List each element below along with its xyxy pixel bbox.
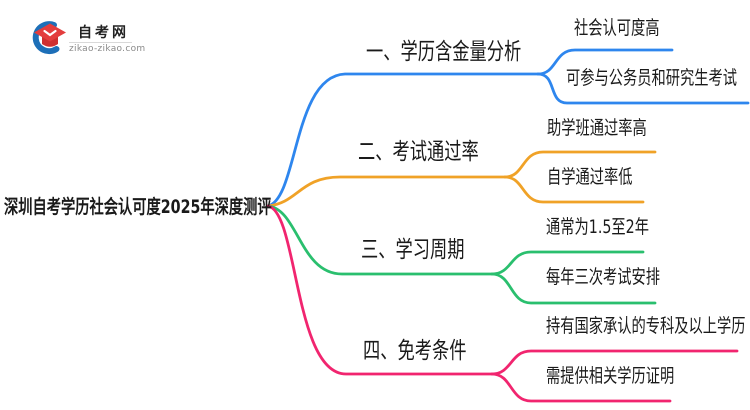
graduation-cap-logo-icon [32, 21, 66, 55]
branch-1-child-2-label: 可参与公务员和研究生考试 [566, 67, 738, 89]
branch-2-label: 二、考试通过率 [358, 139, 479, 165]
branch-3-child-2-label: 每年三次考试安排 [546, 266, 661, 288]
branch-4-child-1-label: 持有国家承认的专科及以上学历 [546, 315, 746, 337]
branch-4-lines [266, 204, 739, 403]
branch-2-child-2-label: 自学通过率低 [547, 166, 633, 188]
branch-1-child-1-label: 社会认可度高 [574, 17, 660, 39]
branch-2-lines [266, 150, 657, 208]
logo-domain-text: zikao-zikao.com [69, 44, 146, 54]
branch-3-lines [266, 204, 657, 305]
logo-title: 自考网 [78, 25, 129, 41]
logo-divider [69, 42, 132, 43]
logo: 自考网 zikao-zikao.com [24, 14, 164, 62]
root-node-label: 深圳自考学历社会认可度2025年深度测评 [4, 196, 272, 218]
branch-3-label: 三、学习周期 [361, 237, 465, 263]
branch-2-child-1-label: 助学班通过率高 [547, 117, 647, 139]
branch-3-child-1-label: 通常为1.5至2年 [546, 216, 649, 238]
branch-4-label: 四、免考条件 [363, 338, 467, 364]
branch-1-lines [266, 48, 750, 208]
branch-4-child-2-label: 需提供相关学历证明 [546, 365, 675, 387]
branch-1-label: 一、学历含金量分析 [366, 39, 522, 65]
